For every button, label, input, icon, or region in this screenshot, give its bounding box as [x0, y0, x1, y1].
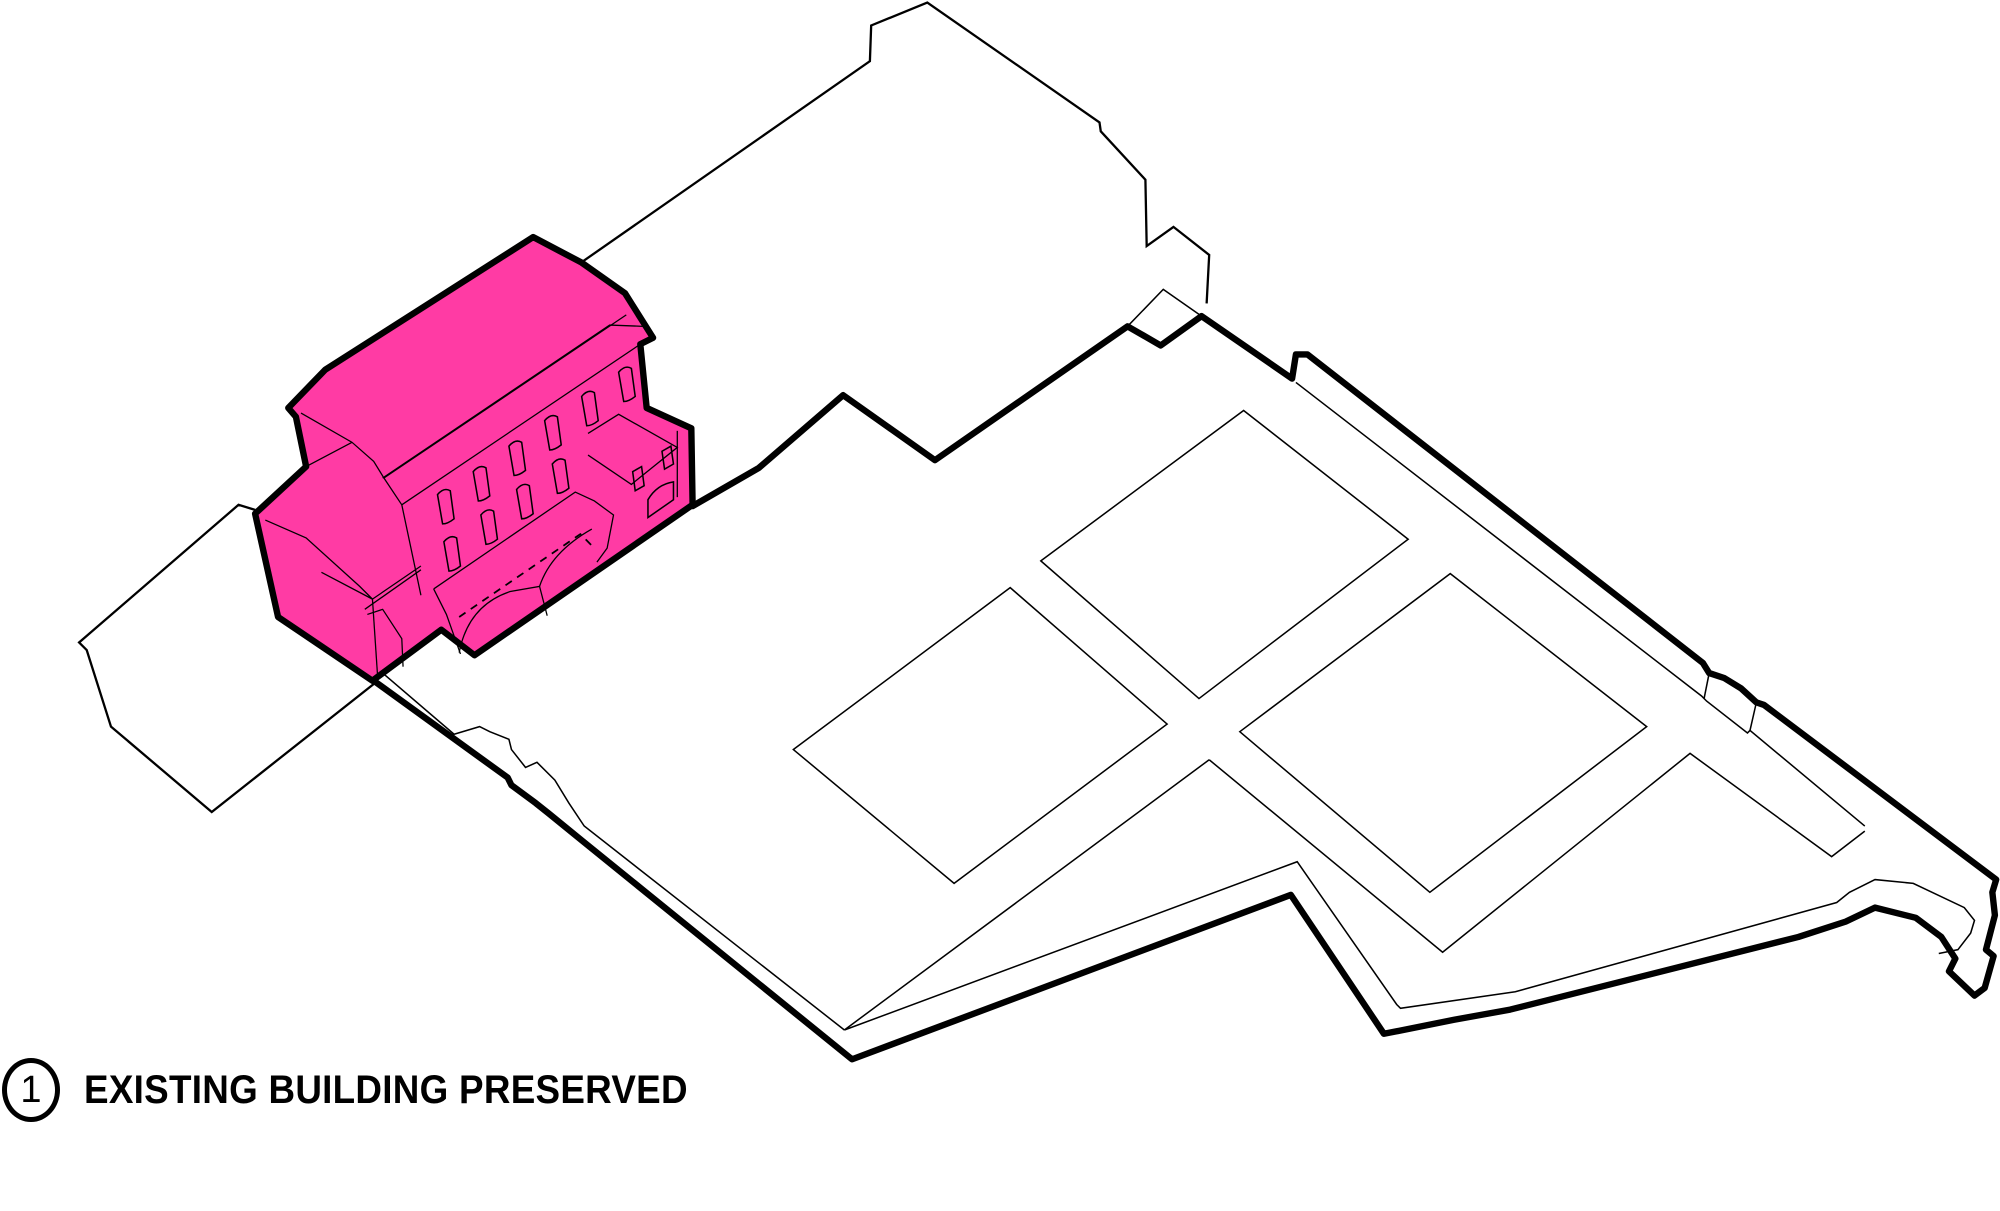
- courtyard-plot-1: [1039, 409, 1410, 700]
- sidewalk-edge-southwest: [382, 672, 845, 1031]
- sidewalk-tick-2: [1749, 702, 1758, 731]
- existing-building: [251, 233, 696, 684]
- courtyard-plot-4: [1208, 752, 1866, 954]
- neighbour-building-west: [77, 503, 377, 814]
- plaza-diagonal: [843, 759, 1210, 1031]
- legend-label: EXISTING BUILDING PRESERVED: [84, 1067, 688, 1112]
- site-boundary: [370, 312, 2000, 1063]
- neighbour-building-north: [582, 1, 1211, 304]
- north-notch: [1127, 288, 1202, 327]
- sidewalk-tick-1: [1703, 672, 1710, 699]
- courtyard-plot-2: [792, 586, 1169, 885]
- legend-number-badge: 1: [2, 1058, 60, 1122]
- courtyard-plot-3: [1238, 572, 1648, 894]
- legend: 1 EXISTING BUILDING PRESERVED: [0, 1050, 740, 1130]
- sidewalk-edge-northeast: [1295, 381, 1866, 827]
- sidewalk-edge-south: [844, 860, 1976, 1031]
